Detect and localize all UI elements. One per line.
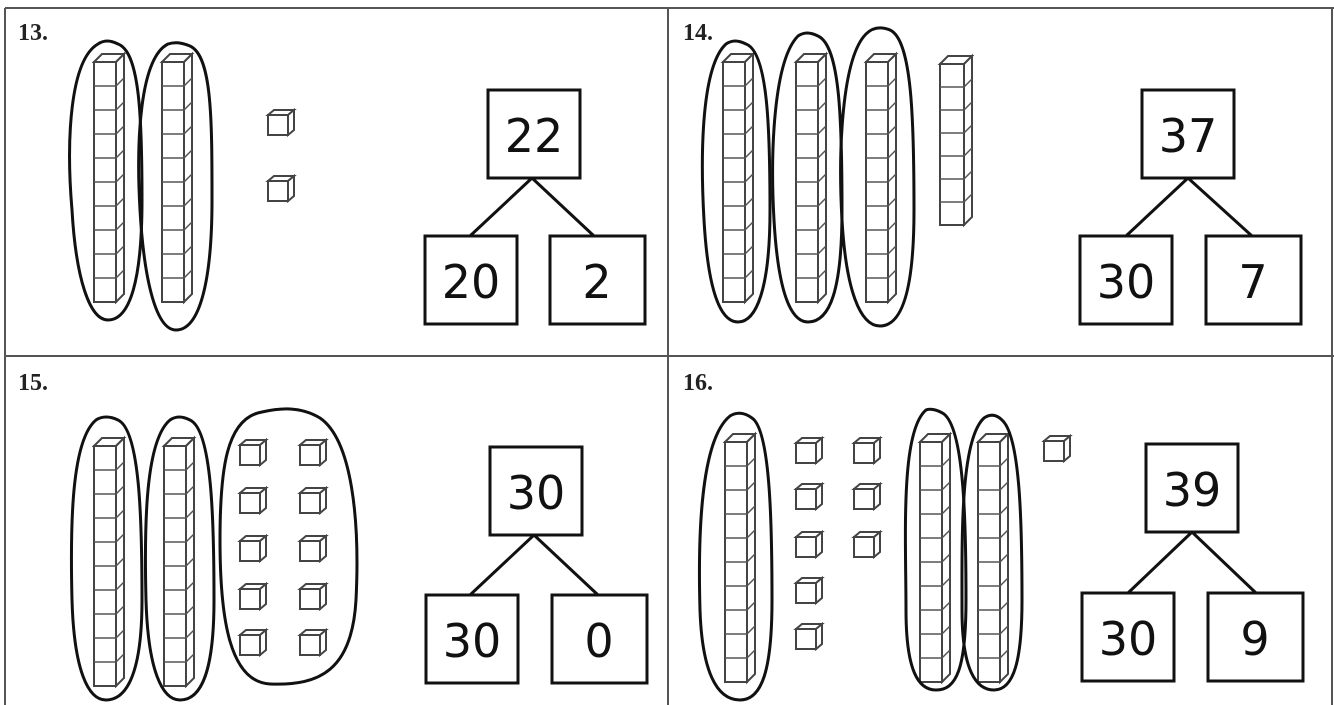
worksheet-grid (4, 7, 1334, 705)
tens-value: 30 (1099, 612, 1158, 666)
number-bond: 22 20 2 (423, 88, 647, 326)
tens-circles (68, 39, 214, 332)
tens-circles (700, 26, 916, 328)
whole-value: 37 (1159, 109, 1218, 163)
number-bond: 30 30 0 (424, 445, 649, 685)
ones-box[interactable] (550, 593, 649, 685)
whole-value: 22 (505, 109, 564, 163)
number-bond: 39 30 9 (1080, 442, 1305, 683)
tens-box[interactable] (1080, 591, 1176, 683)
ones-value: 9 (1240, 612, 1269, 666)
seven-rod (939, 55, 973, 226)
whole-box[interactable] (486, 88, 582, 180)
tens-box[interactable] (1078, 234, 1174, 326)
ones-value: 0 (584, 614, 613, 668)
tens-value: 30 (443, 614, 502, 668)
ones-box[interactable] (548, 234, 647, 326)
tens-circles (697, 407, 1024, 702)
problem-13-label: 13. (18, 20, 48, 46)
whole-value: 30 (507, 466, 566, 520)
whole-box[interactable] (488, 445, 584, 537)
ones-value: 7 (1238, 255, 1267, 309)
ones-box[interactable] (1204, 234, 1303, 326)
tens-box[interactable] (424, 593, 520, 685)
whole-box[interactable] (1140, 88, 1236, 180)
problem-14-label: 14. (683, 20, 713, 46)
unit-cubes (267, 109, 295, 202)
tens-box[interactable] (423, 234, 519, 326)
tens-value: 30 (1097, 255, 1156, 309)
ones-value: 2 (582, 255, 611, 309)
tens-value: 20 (442, 255, 501, 309)
ones-box[interactable] (1206, 591, 1305, 683)
problem-16-label: 16. (683, 370, 713, 396)
whole-box[interactable] (1144, 442, 1240, 534)
group-circles (69, 407, 359, 702)
ten-rods (722, 53, 897, 303)
number-bond: 37 30 7 (1078, 88, 1303, 326)
problem-16: 16. 39 30 9 (683, 370, 1305, 702)
whole-value: 39 (1163, 463, 1222, 517)
problem-14: 14. 37 30 7 (683, 20, 1303, 328)
problem-15-label: 15. (18, 370, 48, 396)
unit-cubes (239, 439, 327, 656)
problem-13: 13. 22 20 2 (18, 20, 647, 332)
problem-15: 15. 30 30 0 (18, 370, 649, 702)
